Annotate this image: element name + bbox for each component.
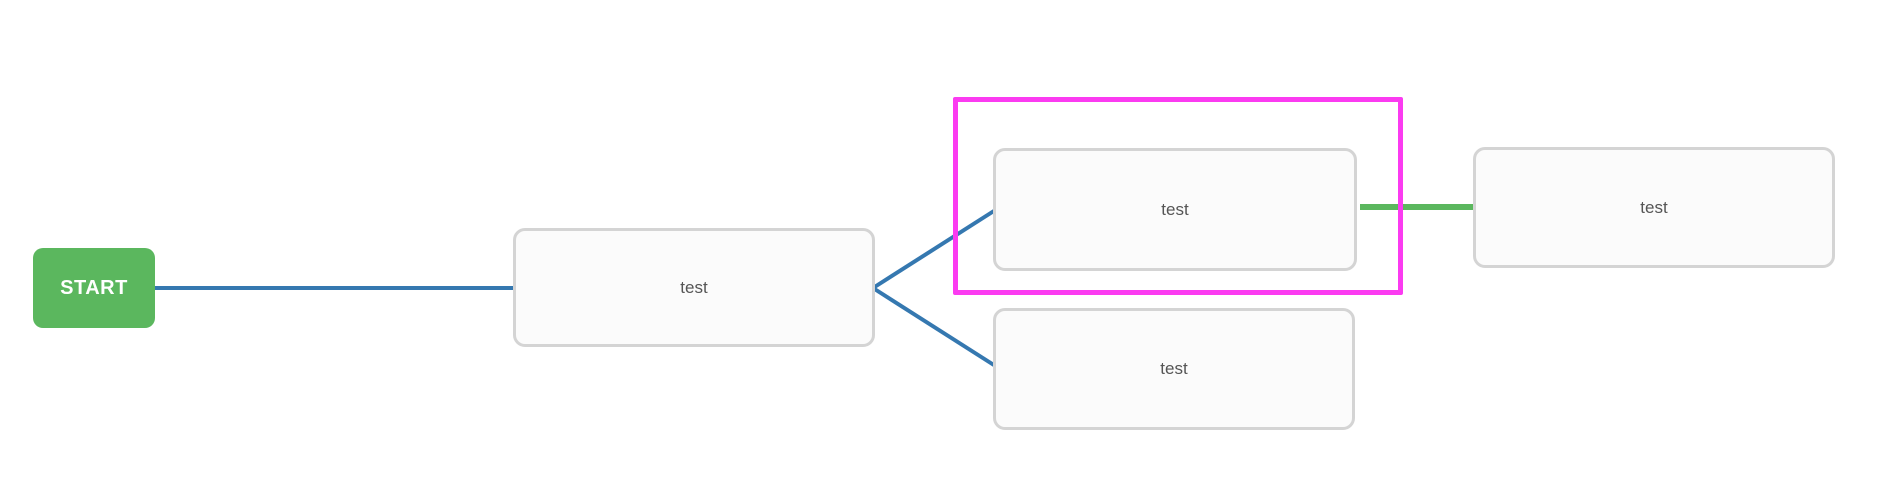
flow-node-label: test <box>1640 197 1668 217</box>
flow-node-bottom[interactable]: test <box>993 308 1355 430</box>
flow-node-source[interactable]: test <box>513 228 875 347</box>
start-node[interactable]: START <box>33 248 155 328</box>
flow-node-top-selected[interactable]: test <box>993 148 1357 271</box>
flow-node-label: test <box>680 277 708 297</box>
connector-source-to-top[interactable] <box>871 207 999 290</box>
flow-node-label: test <box>1160 359 1188 378</box>
connector-source-to-bottom[interactable] <box>871 286 999 369</box>
flow-node-label: test <box>1161 199 1189 219</box>
flow-node-right[interactable]: test <box>1473 147 1835 268</box>
